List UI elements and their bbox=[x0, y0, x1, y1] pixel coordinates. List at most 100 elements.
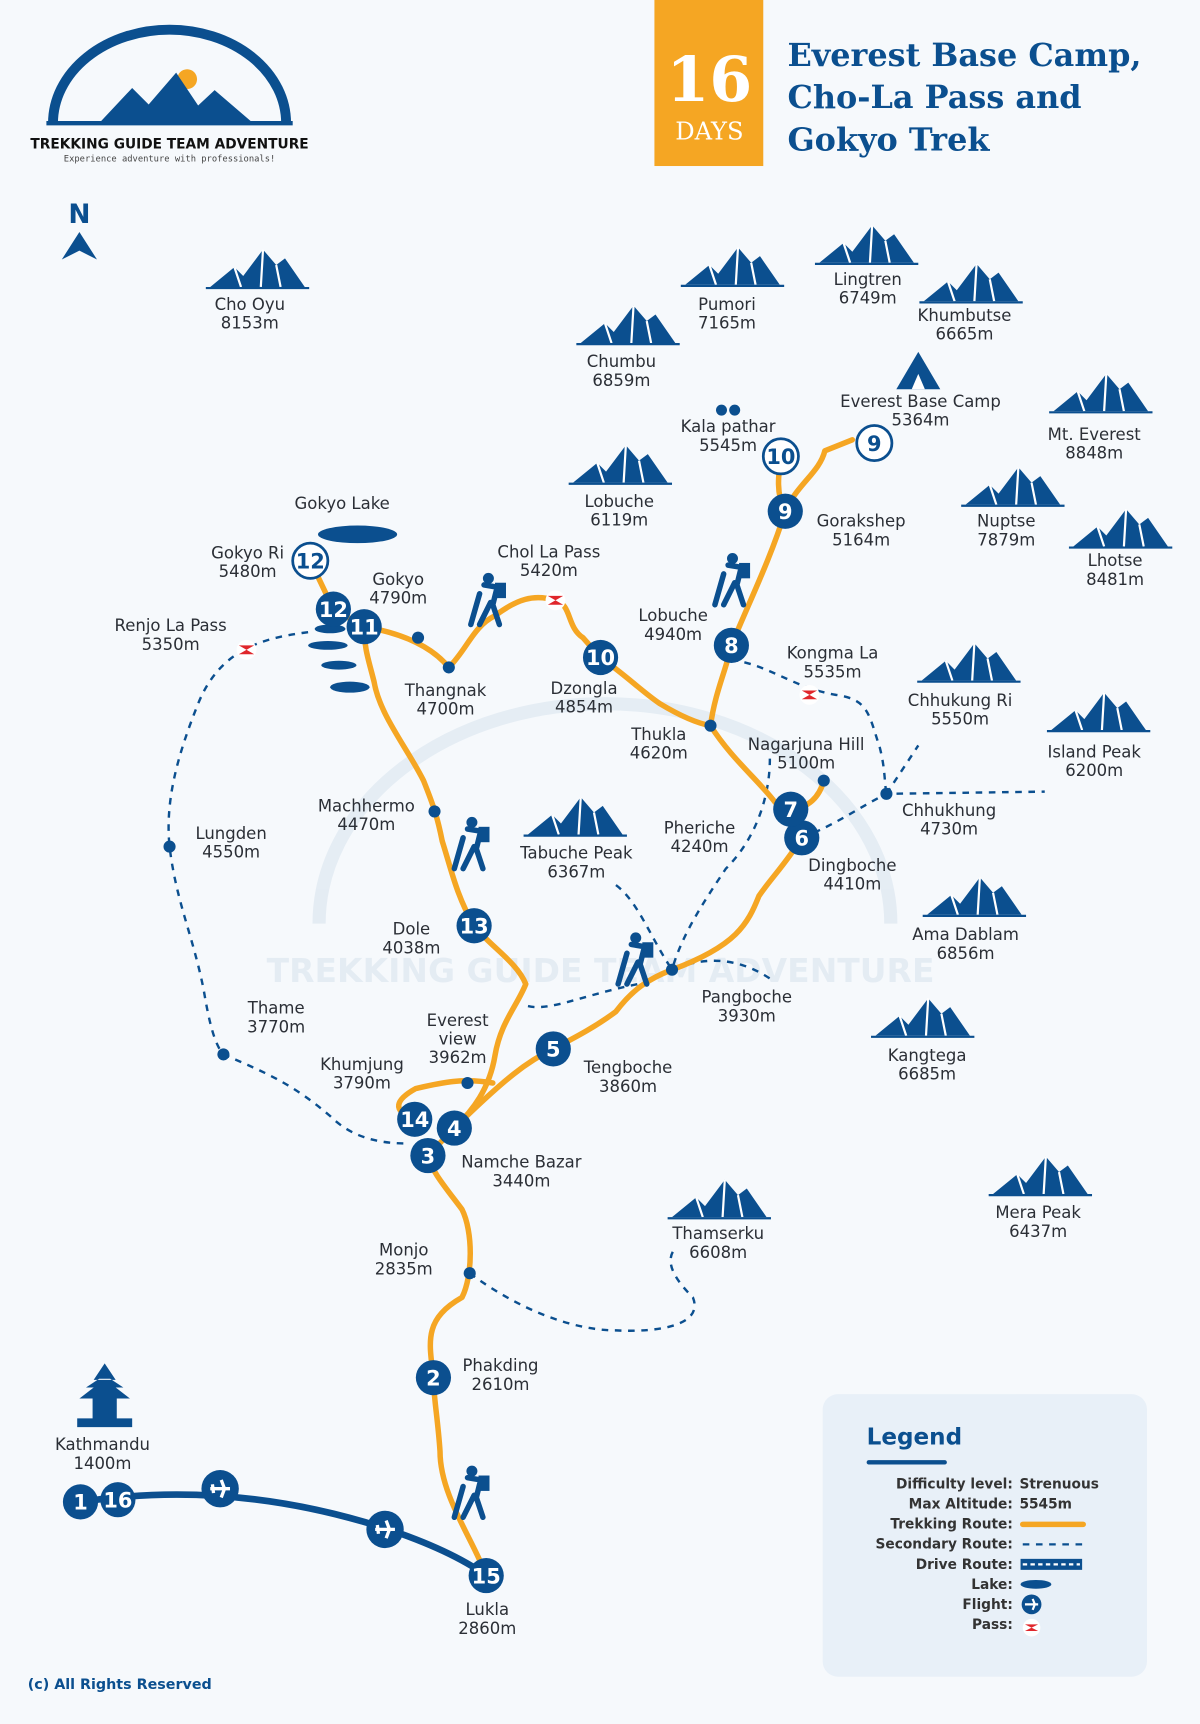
place-label-altitude: 5350m bbox=[142, 635, 200, 654]
place-label-altitude: 5420m bbox=[520, 561, 578, 580]
logo: TREKKING GUIDE TEAM ADVENTURE Experience… bbox=[30, 24, 309, 165]
watermark: TREKKING GUIDE TEAM ADVENTURE bbox=[267, 697, 934, 990]
secondary-route-segment bbox=[468, 1250, 696, 1332]
place-label-altitude: 4470m bbox=[337, 815, 395, 834]
day-number: 2 bbox=[426, 1366, 441, 1390]
copyright: (c) All Rights Reserved bbox=[28, 1677, 212, 1693]
place-label-name: Dingboche bbox=[808, 856, 896, 875]
place-label-altitude: 3790m bbox=[333, 1073, 391, 1092]
lake-icon bbox=[330, 681, 370, 693]
secondary-route-segment bbox=[670, 758, 772, 971]
day-number: 6 bbox=[794, 827, 809, 851]
peak-label-altitude: 7879m bbox=[977, 530, 1035, 549]
lake-icon bbox=[321, 660, 357, 670]
peak-label-altitude: 8153m bbox=[221, 314, 279, 333]
day-number: 9 bbox=[867, 432, 882, 456]
peak-label-name: Chumbu bbox=[587, 352, 656, 371]
peak-label-altitude: 6749m bbox=[839, 288, 897, 307]
day-marker: 10 bbox=[761, 437, 800, 476]
waypoint-dot bbox=[217, 1048, 230, 1061]
day-number: 10 bbox=[766, 445, 795, 469]
legend-row: Lake: bbox=[971, 1577, 1052, 1593]
place-label-altitude: 5364m bbox=[891, 411, 949, 430]
place-label-name: Gorakshep bbox=[817, 512, 906, 531]
place-label-altitude: 3770m bbox=[247, 1017, 305, 1036]
legend-row-label: Flight: bbox=[962, 1597, 1012, 1613]
secondary-route-segment bbox=[527, 982, 639, 1009]
place-label-name: view bbox=[439, 1030, 477, 1049]
mountain-icon bbox=[922, 877, 1027, 917]
mountain-icon bbox=[871, 998, 975, 1038]
legend-row: Drive Route: bbox=[916, 1557, 1083, 1573]
waypoint-dot bbox=[880, 787, 893, 800]
day-marker: 14 bbox=[397, 1101, 433, 1137]
trek-route-segment bbox=[451, 835, 805, 1131]
day-number: 16 bbox=[103, 1488, 132, 1512]
drive-route-swatch bbox=[1020, 1558, 1083, 1570]
place-label-name: Kala pathar bbox=[681, 417, 776, 436]
day-number: 1 bbox=[73, 1491, 88, 1515]
peak-label-name: Lobuche bbox=[584, 492, 654, 511]
mountain-icon bbox=[523, 797, 627, 837]
peak-label-name: Tabuche Peak bbox=[519, 844, 633, 863]
peak-label-name: Mera Peak bbox=[995, 1203, 1081, 1222]
place-label-altitude: 4038m bbox=[382, 938, 440, 957]
place-label-altitude: 4940m bbox=[644, 625, 702, 644]
place-label-altitude: 3930m bbox=[718, 1006, 776, 1025]
lake-icon bbox=[314, 624, 346, 634]
place-label-name: Everest bbox=[427, 1011, 489, 1030]
day-number: 14 bbox=[400, 1108, 429, 1132]
place-label-altitude: 4730m bbox=[920, 820, 978, 839]
legend-row: Difficulty level:Strenuous bbox=[896, 1477, 1099, 1493]
legend-row: Secondary Route: bbox=[876, 1537, 1084, 1553]
peak-label-name: Island Peak bbox=[1048, 743, 1142, 762]
place-label-altitude: 5545m bbox=[699, 436, 757, 455]
mountain-icon bbox=[568, 445, 673, 485]
mountain-icon bbox=[1049, 373, 1153, 414]
place-label-name: Lungden bbox=[195, 824, 266, 843]
place-label-name: Machhermo bbox=[318, 796, 415, 815]
waypoint-dot bbox=[461, 1076, 474, 1090]
peak-label-name: Kangtega bbox=[888, 1046, 967, 1065]
hiker-icon bbox=[451, 1465, 490, 1521]
mountain-icon bbox=[1046, 692, 1151, 733]
mountain-icon bbox=[576, 305, 680, 346]
place-label-name: Renjo La Pass bbox=[115, 616, 227, 635]
peak-label-name: Lhotse bbox=[1088, 551, 1143, 570]
mountain-icon bbox=[1068, 508, 1173, 549]
place-label-name: Tengboche bbox=[583, 1058, 673, 1077]
days-label: DAYS bbox=[675, 118, 743, 146]
trek-route-segment bbox=[361, 437, 856, 729]
peak-label-name: Pumori bbox=[698, 295, 756, 314]
day-marker: 10 bbox=[582, 639, 619, 676]
day-marker: 15 bbox=[468, 1557, 504, 1594]
place-label-altitude: 3860m bbox=[599, 1077, 657, 1096]
waypoint-dot bbox=[442, 661, 455, 674]
peak-label-name: Thamserku bbox=[671, 1224, 764, 1243]
peak-label-altitude: 6200m bbox=[1065, 761, 1123, 780]
pass-icon bbox=[236, 639, 257, 660]
waypoint-dot bbox=[704, 719, 717, 732]
place-label-name: Dzongla bbox=[551, 679, 618, 698]
mountain-icon bbox=[917, 643, 1021, 683]
day-number: 13 bbox=[460, 914, 489, 938]
day-number: 8 bbox=[724, 634, 739, 658]
day-marker: 9 bbox=[855, 424, 894, 463]
